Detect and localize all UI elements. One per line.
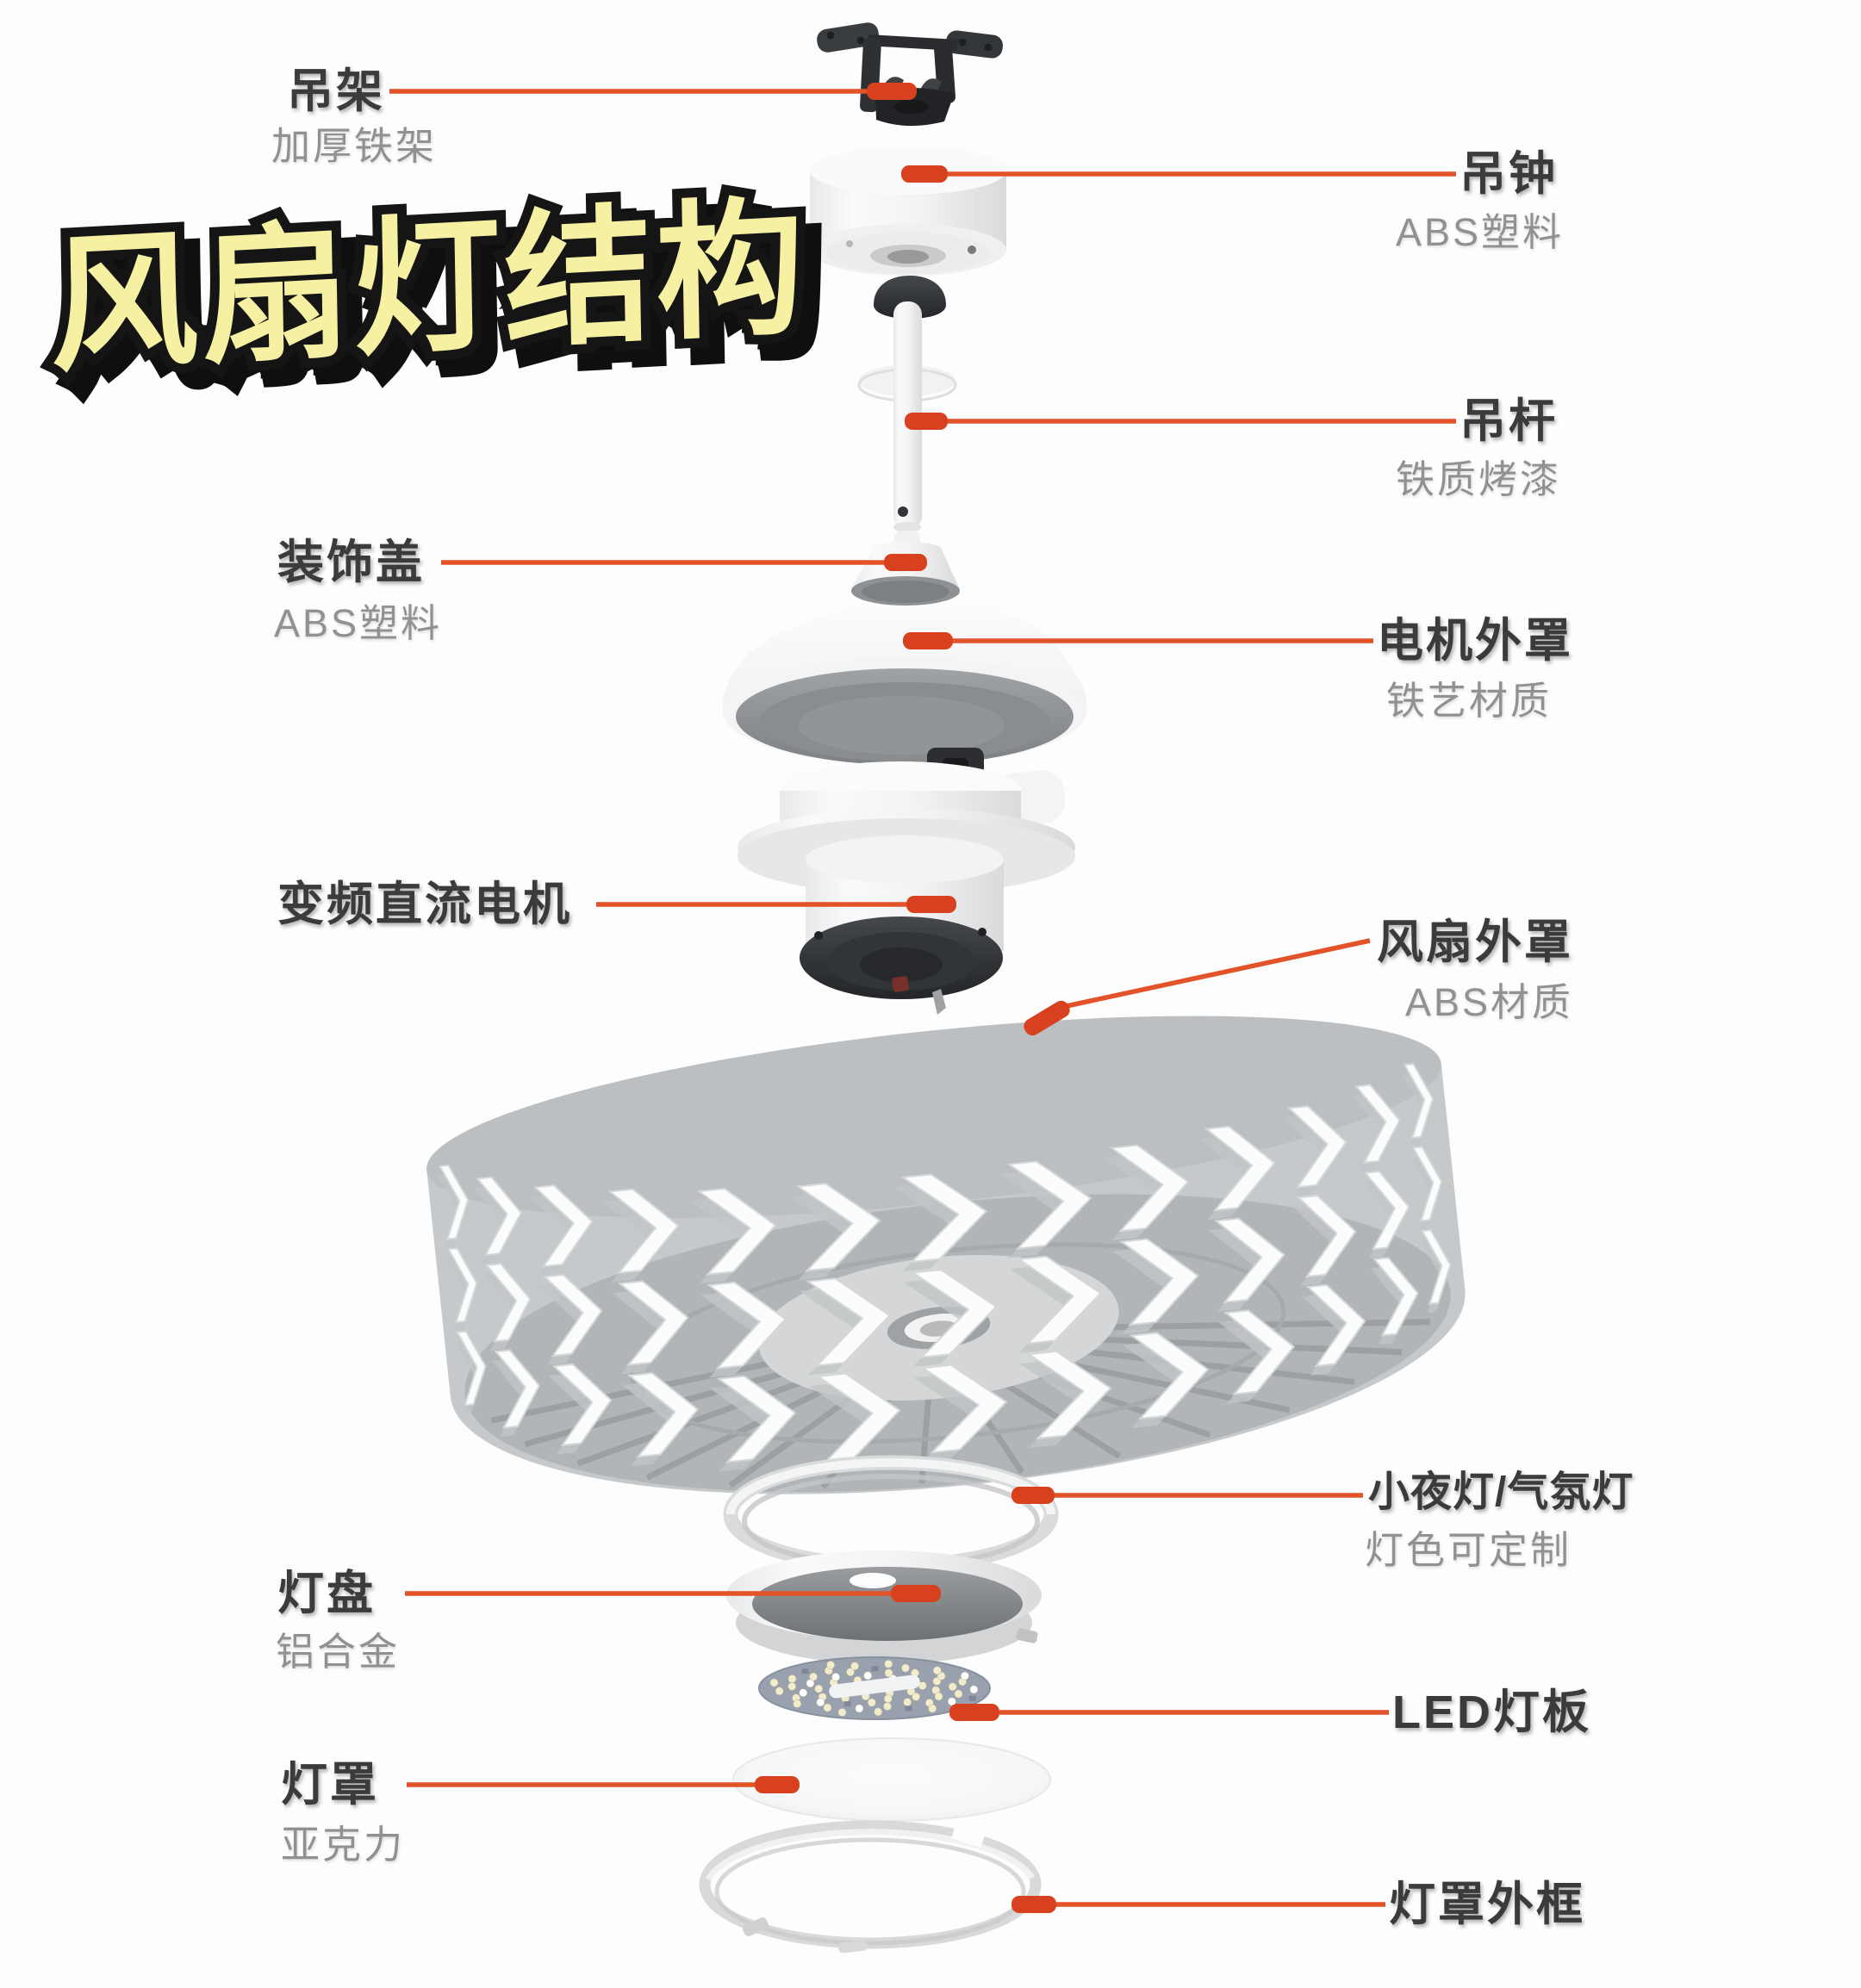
spec-bracket: 加厚铁架 xyxy=(271,124,438,168)
led-board-marker xyxy=(949,1704,999,1721)
spec-night-light: 灯色可定制 xyxy=(1365,1528,1572,1572)
spec-light-tray: 铝合金 xyxy=(276,1630,401,1674)
label-canopy: 吊钟 xyxy=(1460,148,1558,200)
spec-motor-housing: 铁艺材质 xyxy=(1386,679,1553,723)
label-downrod: 吊杆 xyxy=(1460,395,1558,447)
fan-shroud-marker xyxy=(1024,1000,1070,1036)
label-bracket: 吊架 xyxy=(287,65,385,117)
bracket-marker xyxy=(867,83,917,100)
label-light-tray: 灯盘 xyxy=(277,1568,376,1619)
light-tray-marker xyxy=(891,1585,941,1602)
downrod-marker xyxy=(905,413,948,430)
night-light-marker xyxy=(1011,1487,1055,1504)
lamp-shade-marker xyxy=(755,1776,800,1793)
spec-lamp-shade: 亚克力 xyxy=(281,1823,406,1867)
label-dc-motor: 变频直流电机 xyxy=(277,879,572,930)
shade-frame-marker xyxy=(1011,1896,1056,1913)
spec-downrod: 铁质烤漆 xyxy=(1396,457,1562,501)
led-board-illustration xyxy=(758,1656,991,1720)
label-decorative-cover: 装饰盖 xyxy=(277,537,425,588)
label-night-light: 小夜灯/气氛灯 xyxy=(1368,1469,1634,1515)
leader-markers xyxy=(755,83,1070,1913)
motor-housing-illustration xyxy=(723,606,1086,765)
spec-decorative-cover: ABS塑料 xyxy=(274,601,443,645)
fan-blade-pattern xyxy=(437,1063,1452,1472)
leader-lines xyxy=(389,89,1456,1907)
label-shade-frame: 灯罩外框 xyxy=(1389,1879,1585,1930)
decorative-cover-marker xyxy=(884,554,927,571)
spec-fan-shroud: ABS材质 xyxy=(1405,980,1574,1024)
shade-frame-illustration xyxy=(699,1820,1042,1954)
decorative-cover-illustration xyxy=(851,531,960,606)
canopy-marker xyxy=(901,165,948,183)
label-led-board: LED灯板 xyxy=(1392,1687,1591,1738)
canopy-illustration xyxy=(810,146,1006,276)
motor-housing-marker xyxy=(903,632,953,649)
dc-motor-marker xyxy=(906,896,956,913)
fan-shroud-leader-line xyxy=(1066,938,1371,1009)
fan-shroud-illustration xyxy=(426,1016,1466,1494)
lamp-shade-illustration xyxy=(732,1737,1051,1822)
spec-canopy: ABS塑料 xyxy=(1396,210,1565,254)
dc-motor-illustration xyxy=(738,748,1075,1015)
label-motor-housing: 电机外罩 xyxy=(1377,615,1573,667)
label-fan-shroud: 风扇外罩 xyxy=(1377,916,1573,968)
poster-title-text: 风扇灯结构 xyxy=(48,184,809,390)
label-lamp-shade: 灯罩 xyxy=(281,1759,379,1811)
